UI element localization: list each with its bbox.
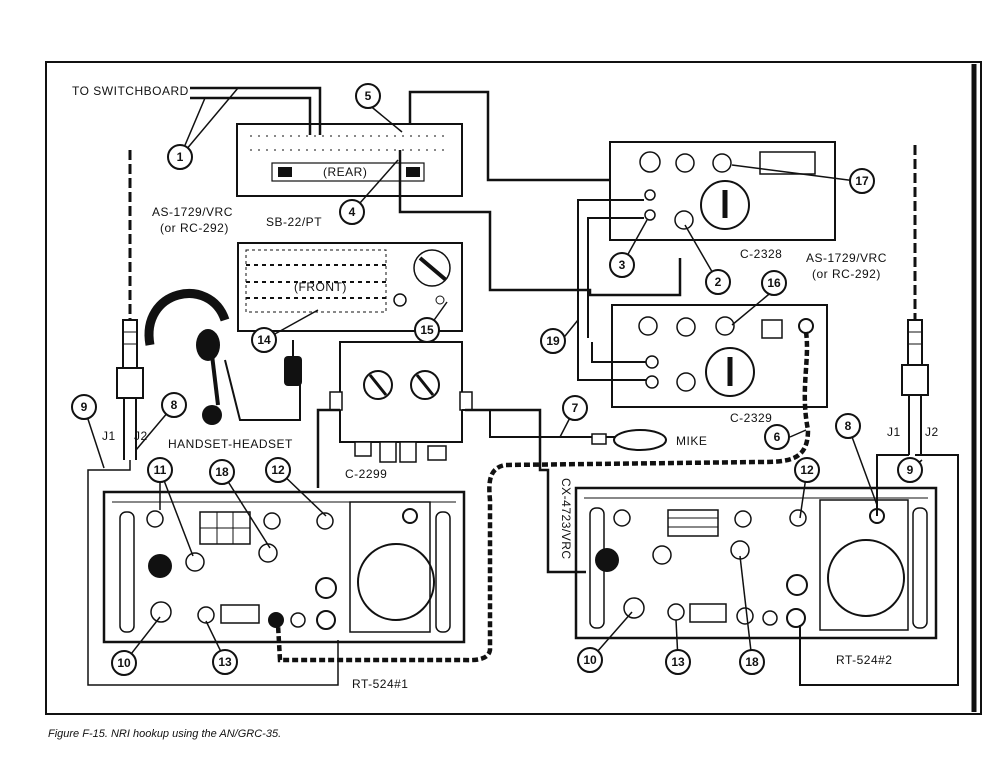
rt524-2-unit bbox=[574, 486, 938, 640]
callout-9-right-text: 9 bbox=[907, 463, 914, 477]
mike-label: MIKE bbox=[676, 434, 707, 448]
callout-17: 17 bbox=[849, 168, 875, 194]
callout-13-left-text: 13 bbox=[218, 655, 232, 669]
callout-4: 4 bbox=[339, 199, 365, 225]
switchboard-wires bbox=[190, 86, 682, 297]
c2329-unit bbox=[611, 304, 828, 408]
callout-2-text: 2 bbox=[715, 275, 722, 289]
callout-5-text: 5 bbox=[365, 89, 372, 103]
j1-left-label: J1 bbox=[102, 429, 116, 443]
callout-18-right-text: 18 bbox=[745, 655, 759, 669]
callout-10-right-text: 10 bbox=[583, 653, 597, 667]
j2-left-label: J2 bbox=[134, 429, 148, 443]
sb22-front-panel bbox=[237, 242, 463, 332]
j2-right-label: J2 bbox=[925, 425, 939, 439]
left-frame-cable bbox=[87, 460, 339, 686]
antenna-left bbox=[116, 150, 144, 460]
callout-1-text: 1 bbox=[177, 150, 184, 164]
wires-19 bbox=[577, 199, 646, 381]
antenna-right bbox=[901, 145, 929, 455]
callout-8-left: 8 bbox=[161, 392, 187, 418]
callout-18-right: 18 bbox=[739, 649, 765, 675]
callout-8-left-text: 8 bbox=[171, 398, 178, 412]
cx4723-cable bbox=[465, 408, 586, 574]
cx4723-label: CX-4723/VRC bbox=[559, 478, 573, 560]
callout-16: 16 bbox=[761, 270, 787, 296]
rear-label: (REAR) bbox=[323, 165, 367, 179]
braided-cable bbox=[275, 331, 811, 663]
callout-16-text: 16 bbox=[767, 276, 781, 290]
callout-5: 5 bbox=[355, 83, 381, 109]
j1-right-label: J1 bbox=[887, 425, 901, 439]
callout-19-text: 19 bbox=[546, 334, 560, 348]
callout-6: 6 bbox=[764, 424, 790, 450]
c2299-label: C-2299 bbox=[345, 467, 387, 481]
callout-7-text: 7 bbox=[572, 401, 579, 415]
callout-8-right-text: 8 bbox=[845, 419, 852, 433]
c2299-unit bbox=[329, 341, 473, 463]
callout-10-right: 10 bbox=[577, 647, 603, 673]
callout-10-left: 10 bbox=[111, 650, 137, 676]
callout-7: 7 bbox=[562, 395, 588, 421]
right-antenna-link bbox=[876, 454, 909, 516]
callout-4-text: 4 bbox=[349, 205, 356, 219]
antenna-left-label-2: (or RC-292) bbox=[160, 221, 229, 235]
handset-label: HANDSET-HEADSET bbox=[168, 437, 293, 451]
callout-12-right-text: 12 bbox=[800, 463, 814, 477]
callout-12-left: 12 bbox=[265, 457, 291, 483]
callout-10-left-text: 10 bbox=[117, 656, 131, 670]
c2328-label: C-2328 bbox=[740, 247, 782, 261]
callout-13-right-text: 13 bbox=[671, 655, 685, 669]
callout-8-right: 8 bbox=[835, 413, 861, 439]
callout-15: 15 bbox=[414, 317, 440, 343]
callout-12-left-text: 12 bbox=[271, 463, 285, 477]
c2329-label: C-2329 bbox=[730, 411, 772, 425]
rt524-2-label: RT-524#2 bbox=[836, 653, 892, 667]
callout-18-left: 18 bbox=[209, 459, 235, 485]
right-frame-cable bbox=[799, 454, 959, 686]
callout-12-right: 12 bbox=[794, 457, 820, 483]
antenna-left-label-1: AS-1729/VRC bbox=[152, 205, 233, 219]
c2299-to-rt1-cable bbox=[316, 408, 340, 488]
sb22-label: SB-22/PT bbox=[266, 215, 322, 229]
callout-15-text: 15 bbox=[420, 323, 434, 337]
antenna-right-label-1: AS-1729/VRC bbox=[806, 251, 887, 265]
callout-6-text: 6 bbox=[774, 430, 781, 444]
callout-18-left-text: 18 bbox=[215, 465, 229, 479]
rt524-1-unit bbox=[102, 490, 466, 644]
antenna-right-label-2: (or RC-292) bbox=[812, 267, 881, 281]
callout-9-right: 9 bbox=[897, 457, 923, 483]
callout-9-left: 9 bbox=[71, 394, 97, 420]
callout-13-right: 13 bbox=[665, 649, 691, 675]
handset-headset bbox=[144, 289, 302, 425]
callout-3-text: 3 bbox=[619, 258, 626, 272]
callout-2: 2 bbox=[705, 269, 731, 295]
figure-border bbox=[45, 61, 982, 715]
callout-13-left: 13 bbox=[212, 649, 238, 675]
front-label: (FRONT) bbox=[294, 280, 347, 294]
callout-3: 3 bbox=[609, 252, 635, 278]
rt524-1-label: RT-524#1 bbox=[352, 677, 408, 691]
callout-14: 14 bbox=[251, 327, 277, 353]
sb22-rear-panel bbox=[236, 123, 463, 197]
callout-9-left-text: 9 bbox=[81, 400, 88, 414]
callout-1: 1 bbox=[167, 144, 193, 170]
callout-11-text: 11 bbox=[154, 463, 167, 477]
callout-14-text: 14 bbox=[257, 333, 271, 347]
callout-17-text: 17 bbox=[855, 174, 869, 188]
callout-19: 19 bbox=[540, 328, 566, 354]
callout-11: 11 bbox=[147, 457, 173, 483]
to-switchboard-label: TO SWITCHBOARD bbox=[72, 84, 189, 98]
figure-caption: Figure F-15. NRI hookup using the AN/GRC… bbox=[48, 728, 281, 740]
c2328-unit bbox=[609, 141, 836, 241]
